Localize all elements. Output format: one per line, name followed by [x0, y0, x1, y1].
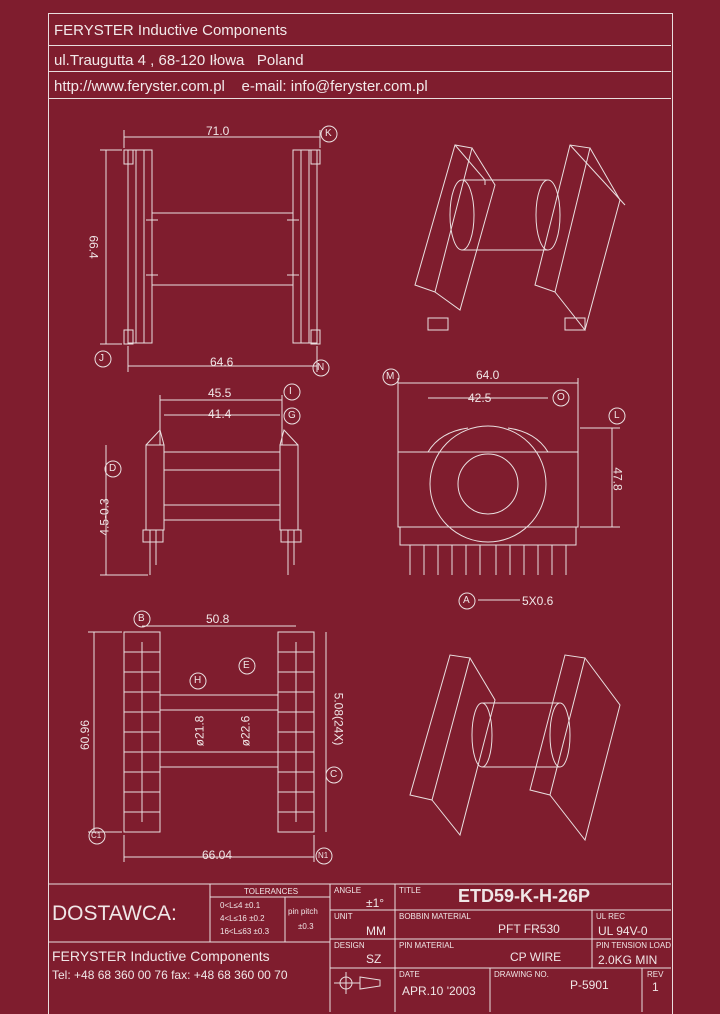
ref-c: C	[330, 769, 338, 780]
dim-top-width: 71.0	[206, 124, 230, 138]
dim-bottom-pitch: 5.08(24X)	[331, 692, 346, 746]
ref-k: K	[325, 128, 332, 139]
tolerance-row-2: 4<L≤16 ±0.2	[220, 914, 265, 923]
ul-rec-label: UL REC	[596, 912, 626, 921]
dim-bottom-d1: ø21.8	[192, 715, 207, 747]
date-value: APR.10 '2003	[402, 984, 476, 998]
company-name: FERYSTER Inductive Components	[54, 22, 288, 39]
dim-front-height: 47.8	[610, 467, 625, 491]
tolerance-row-1: 0<L≤4 ±0.1	[220, 901, 261, 910]
design-value: SZ	[366, 952, 382, 966]
dim-front-inner: 42.5	[468, 391, 492, 405]
company-contact: http://www.feryster.com.pl e-mail: info@…	[54, 78, 428, 95]
ref-c1: C1	[91, 831, 102, 840]
side-view	[100, 383, 302, 576]
tolerances-header: TOLERANCES	[244, 887, 299, 896]
title-label: TITLE	[399, 886, 421, 895]
tolerance-row-3: 16<L≤63 ±0.3	[220, 927, 270, 936]
dim-side-outer: 45.5	[208, 386, 232, 400]
ref-d: D	[109, 463, 117, 474]
company-address: ul.Traugutta 4 , 68-120 Iłowa Poland	[54, 52, 304, 69]
unit-label: UNIT	[334, 912, 353, 921]
ref-a: A	[463, 595, 470, 606]
revision-value: 1	[652, 980, 659, 994]
pin-tension-label: PIN TENSION LOAD	[596, 941, 671, 950]
header-divider-2	[48, 71, 671, 72]
pin-tension-value: 2.0KG MIN	[598, 953, 658, 967]
ref-m: M	[386, 371, 395, 382]
date-label: DATE	[399, 970, 420, 979]
unit-value: MM	[366, 924, 386, 938]
supplier-name: FERYSTER Inductive Components	[52, 948, 270, 964]
part-title: ETD59-K-H-26P	[458, 886, 591, 906]
ref-e: E	[243, 660, 250, 671]
dim-bottom-height: 60.96	[78, 719, 93, 751]
supplier-phone: Tel: +48 68 360 00 76 fax: +48 68 360 00…	[52, 968, 288, 982]
ref-b: B	[138, 613, 145, 624]
ref-n: N	[317, 362, 325, 373]
ref-o: O	[557, 392, 565, 403]
drawing-number-label: DRAWING NO.	[494, 970, 549, 979]
ref-n1: N1	[318, 851, 329, 860]
pin-pitch-value: ±0.3	[298, 922, 314, 931]
design-label: DESIGN	[334, 941, 365, 950]
angle-value: ±1°	[366, 896, 385, 910]
header-divider-3	[48, 98, 671, 99]
angle-label: ANGLE	[334, 886, 362, 895]
dim-side-inner: 41.4	[208, 407, 232, 421]
pin-row	[399, 526, 577, 575]
ref-j: J	[99, 353, 104, 364]
ul-rec-value: UL 94V-0	[598, 924, 648, 938]
isometric-view-top	[414, 144, 626, 332]
pin-pitch-label: pin pitch	[288, 907, 318, 916]
dim-bottom-base: 66.04	[202, 848, 233, 862]
pin-material-value: CP WIRE	[510, 950, 562, 964]
isometric-view-bottom	[409, 654, 621, 842]
bottom-view	[88, 610, 343, 865]
dim-side-vertical: 4.5-0.3	[97, 498, 112, 536]
ref-i: I	[289, 386, 292, 397]
dim-top-bottom: 64.6	[210, 355, 234, 369]
dim-bottom-width: 50.8	[206, 612, 230, 626]
title-block-grid	[48, 883, 671, 1012]
front-view	[382, 368, 626, 610]
dim-front-width: 64.0	[476, 368, 500, 382]
pin-material-label: PIN MATERIAL	[399, 941, 454, 950]
dim-pitch: 5X0.6	[522, 594, 554, 608]
supplier-label: DOSTAWCA:	[52, 902, 177, 925]
ref-h: H	[194, 675, 202, 686]
dim-bottom-d2: ø22.6	[238, 715, 253, 747]
bobbin-material-label: BOBBIN MATERIAL	[399, 912, 471, 921]
ref-l: L	[614, 410, 620, 421]
bobbin-material-value: PFT FR530	[498, 922, 560, 936]
ref-g: G	[288, 410, 296, 421]
revision-label: REV	[647, 970, 664, 979]
drawing-frame	[48, 13, 673, 1014]
dim-top-height: 66.4	[86, 235, 101, 259]
header-divider-1	[48, 45, 671, 46]
drawing-number-value: P-5901	[570, 978, 609, 992]
top-view	[94, 125, 338, 377]
